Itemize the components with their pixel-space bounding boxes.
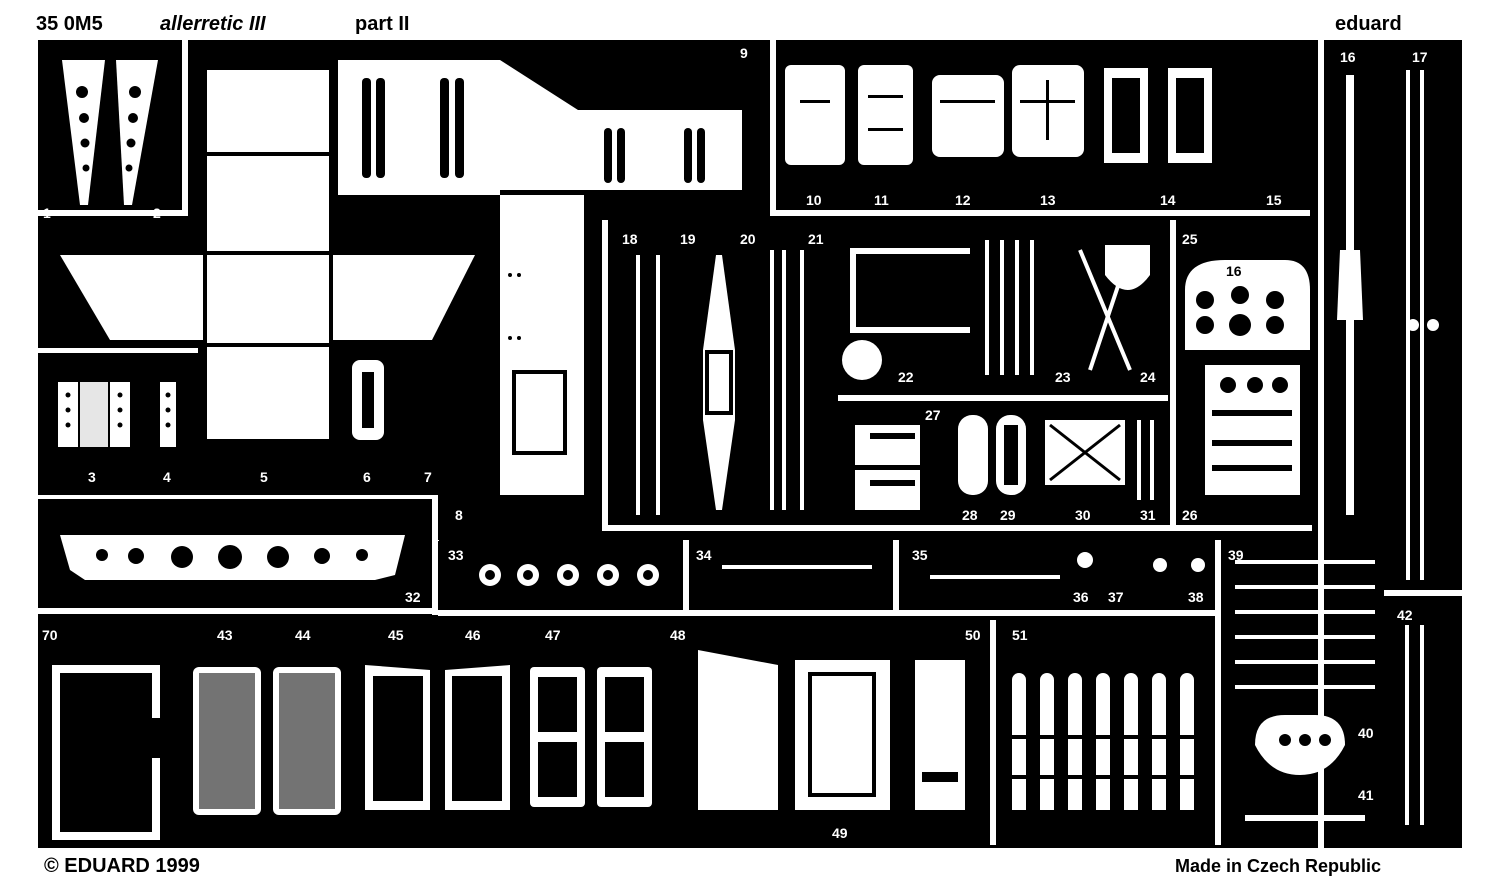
part-70-frame bbox=[52, 665, 162, 840]
part-number-44: 44 bbox=[295, 627, 311, 643]
part-number-1: 1 bbox=[43, 205, 51, 221]
parts-10-15-plates bbox=[785, 65, 1212, 165]
part-number-26: 26 bbox=[1182, 507, 1198, 523]
part-5-box-net bbox=[60, 70, 475, 439]
part-3-4-hinges bbox=[38, 348, 198, 447]
part-47-frames bbox=[530, 667, 652, 807]
part-45-panel bbox=[365, 665, 430, 810]
part-number-39: 39 bbox=[1228, 547, 1244, 563]
part-43-mesh bbox=[193, 667, 261, 815]
part-number-33: 33 bbox=[448, 547, 464, 563]
part-number-15: 15 bbox=[1266, 192, 1282, 208]
part-number-12: 12 bbox=[955, 192, 971, 208]
part-number-2: 2 bbox=[153, 205, 161, 221]
part-16-long-rod bbox=[1337, 75, 1363, 515]
header-part: part II bbox=[355, 13, 409, 35]
part-number-29: 29 bbox=[1000, 507, 1016, 523]
part-number-21: 21 bbox=[808, 231, 824, 247]
part-number-46: 46 bbox=[465, 627, 481, 643]
part-number-30: 30 bbox=[1075, 507, 1091, 523]
part-number-45: 45 bbox=[388, 627, 404, 643]
part-number-42: 42 bbox=[1397, 607, 1413, 623]
part-number-48: 48 bbox=[670, 627, 686, 643]
part-44-mesh bbox=[273, 667, 341, 815]
parts-18-21-rods bbox=[636, 250, 804, 515]
part-17-long-rod bbox=[1406, 70, 1439, 580]
part-number-18: 18 bbox=[622, 231, 638, 247]
parts-48-50-plates bbox=[698, 650, 965, 810]
part-32-mudguard bbox=[60, 535, 405, 580]
part-number-19: 19 bbox=[680, 231, 696, 247]
part-51-straps bbox=[1005, 673, 1200, 810]
brand-mark: eduard bbox=[1335, 13, 1402, 35]
part-number-6: 6 bbox=[363, 469, 371, 485]
part-46-panel bbox=[445, 665, 510, 810]
part-number-11: 11 bbox=[874, 192, 889, 208]
part-number-36: 36 bbox=[1073, 589, 1089, 605]
part-number-labels: 1 2 3 4 5 6 7 8 9 10 11 12 13 14 15 16 1… bbox=[42, 45, 1428, 841]
part-number-47: 47 bbox=[545, 627, 561, 643]
part-number-20: 20 bbox=[740, 231, 756, 247]
part-number-37: 37 bbox=[1108, 589, 1124, 605]
part-number-49: 49 bbox=[832, 825, 848, 841]
header-code: 35 0M5 bbox=[36, 13, 103, 35]
part-number-22: 22 bbox=[898, 369, 914, 385]
part-number-35: 35 bbox=[912, 547, 928, 563]
parts-22-24 bbox=[842, 240, 1150, 380]
part-1-wedge bbox=[62, 60, 105, 205]
part-number-50: 50 bbox=[965, 627, 981, 643]
part-number-9: 9 bbox=[740, 45, 748, 61]
part-number-24: 24 bbox=[1140, 369, 1156, 385]
part-number-17: 17 bbox=[1412, 49, 1428, 65]
part-number-51: 51 bbox=[1012, 627, 1028, 643]
part-number-7: 7 bbox=[424, 469, 432, 485]
part-number-38: 38 bbox=[1188, 589, 1204, 605]
part-number-16: 16 bbox=[1340, 49, 1356, 65]
part-number-27: 27 bbox=[925, 407, 941, 423]
parts-33-38-fasteners bbox=[479, 552, 1205, 586]
part-number-13: 13 bbox=[1040, 192, 1056, 208]
part-number-70: 70 bbox=[42, 627, 58, 643]
part-number-25: 25 bbox=[1182, 231, 1198, 247]
part-number-14: 14 bbox=[1160, 192, 1176, 208]
part-number-31: 31 bbox=[1140, 507, 1156, 523]
part-25-26-instrument-panel bbox=[1185, 260, 1310, 495]
part-number-40: 40 bbox=[1358, 725, 1374, 741]
parts-27-31 bbox=[855, 415, 1154, 510]
part-2-wedge bbox=[116, 60, 158, 205]
part-number-41: 41 bbox=[1358, 787, 1374, 803]
part-40-41-bracket bbox=[1245, 715, 1365, 821]
part-number-5: 5 bbox=[260, 469, 268, 485]
part-number-43: 43 bbox=[217, 627, 233, 643]
part-number-32: 32 bbox=[405, 589, 421, 605]
part-number-23: 23 bbox=[1055, 369, 1071, 385]
part-42-rod bbox=[1405, 625, 1424, 825]
part-6-bracket bbox=[352, 360, 384, 440]
part-39-rods bbox=[1235, 560, 1375, 689]
made-in-text: Made in Czech Republic bbox=[1175, 856, 1381, 876]
part-number-3: 3 bbox=[88, 469, 96, 485]
part-number-28: 28 bbox=[962, 507, 978, 523]
header-title: allerretic III bbox=[160, 13, 266, 35]
part-number-8: 8 bbox=[455, 507, 463, 523]
part-number-16: 16 bbox=[1226, 263, 1242, 279]
copyright-text: © EDUARD 1999 bbox=[44, 855, 200, 877]
part-number-34: 34 bbox=[696, 547, 712, 563]
part-number-4: 4 bbox=[163, 469, 171, 485]
engine-deck-plate bbox=[338, 60, 742, 495]
part-number-10: 10 bbox=[806, 192, 822, 208]
